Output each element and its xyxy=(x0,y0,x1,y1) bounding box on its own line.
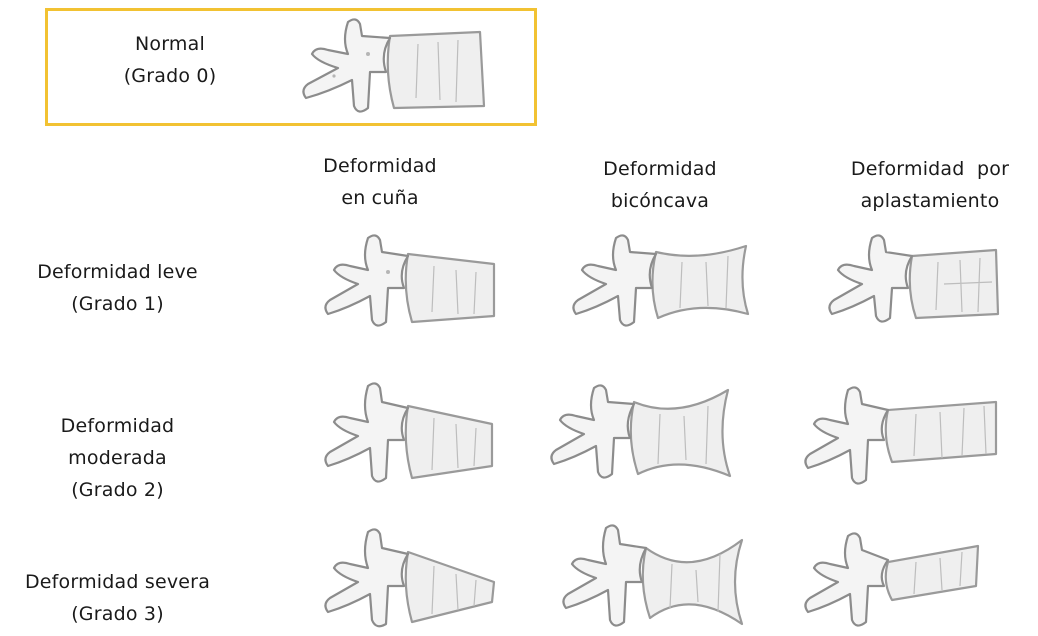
column-header-biconcave-line-2: bicóncava xyxy=(570,185,750,217)
row-label-severe: Deformidad severa (Grado 3) xyxy=(0,566,235,630)
column-header-biconcave: Deformidad bicóncava xyxy=(570,153,750,217)
normal-label-line-1: Normal xyxy=(70,28,270,60)
vertebra-wedge-moderate xyxy=(322,380,502,490)
vertebra-wedge-severe xyxy=(322,524,502,632)
vertebra-biconcave-severe xyxy=(560,520,750,632)
row-label-mild: Deformidad leve (Grado 1) xyxy=(0,256,235,320)
vertebra-crush-severe xyxy=(800,528,1000,632)
row-label-moderate-line-2: moderada xyxy=(0,442,235,474)
vertebra-wedge-mild xyxy=(322,232,502,332)
column-header-wedge: Deformidad en cuña xyxy=(290,150,470,214)
vertebra-crush-moderate xyxy=(800,380,1000,490)
row-label-mild-line-1: Deformidad leve xyxy=(0,256,235,288)
row-label-severe-line-1: Deformidad severa xyxy=(0,566,235,598)
row-label-moderate-line-1: Deformidad xyxy=(0,410,235,442)
column-header-wedge-line-1: Deformidad xyxy=(290,150,470,182)
column-header-crush: Deformidad por aplastamiento xyxy=(830,153,1030,217)
row-label-severe-line-2: (Grado 3) xyxy=(0,598,235,630)
normal-label: Normal (Grado 0) xyxy=(70,28,270,92)
column-header-crush-line-2: aplastamiento xyxy=(830,185,1030,217)
column-header-wedge-line-2: en cuña xyxy=(290,182,470,214)
column-header-biconcave-line-1: Deformidad xyxy=(570,153,750,185)
row-label-moderate-line-3: (Grado 2) xyxy=(0,474,235,506)
vertebra-normal xyxy=(298,14,488,118)
column-header-crush-line-1: Deformidad por xyxy=(830,153,1030,185)
vertebra-crush-mild xyxy=(824,232,1004,332)
row-label-moderate: Deformidad moderada (Grado 2) xyxy=(0,410,235,506)
row-label-mild-line-2: (Grado 1) xyxy=(0,288,235,320)
vertebra-biconcave-moderate xyxy=(548,380,738,490)
normal-label-line-2: (Grado 0) xyxy=(70,60,270,92)
vertebra-biconcave-mild xyxy=(568,232,758,332)
